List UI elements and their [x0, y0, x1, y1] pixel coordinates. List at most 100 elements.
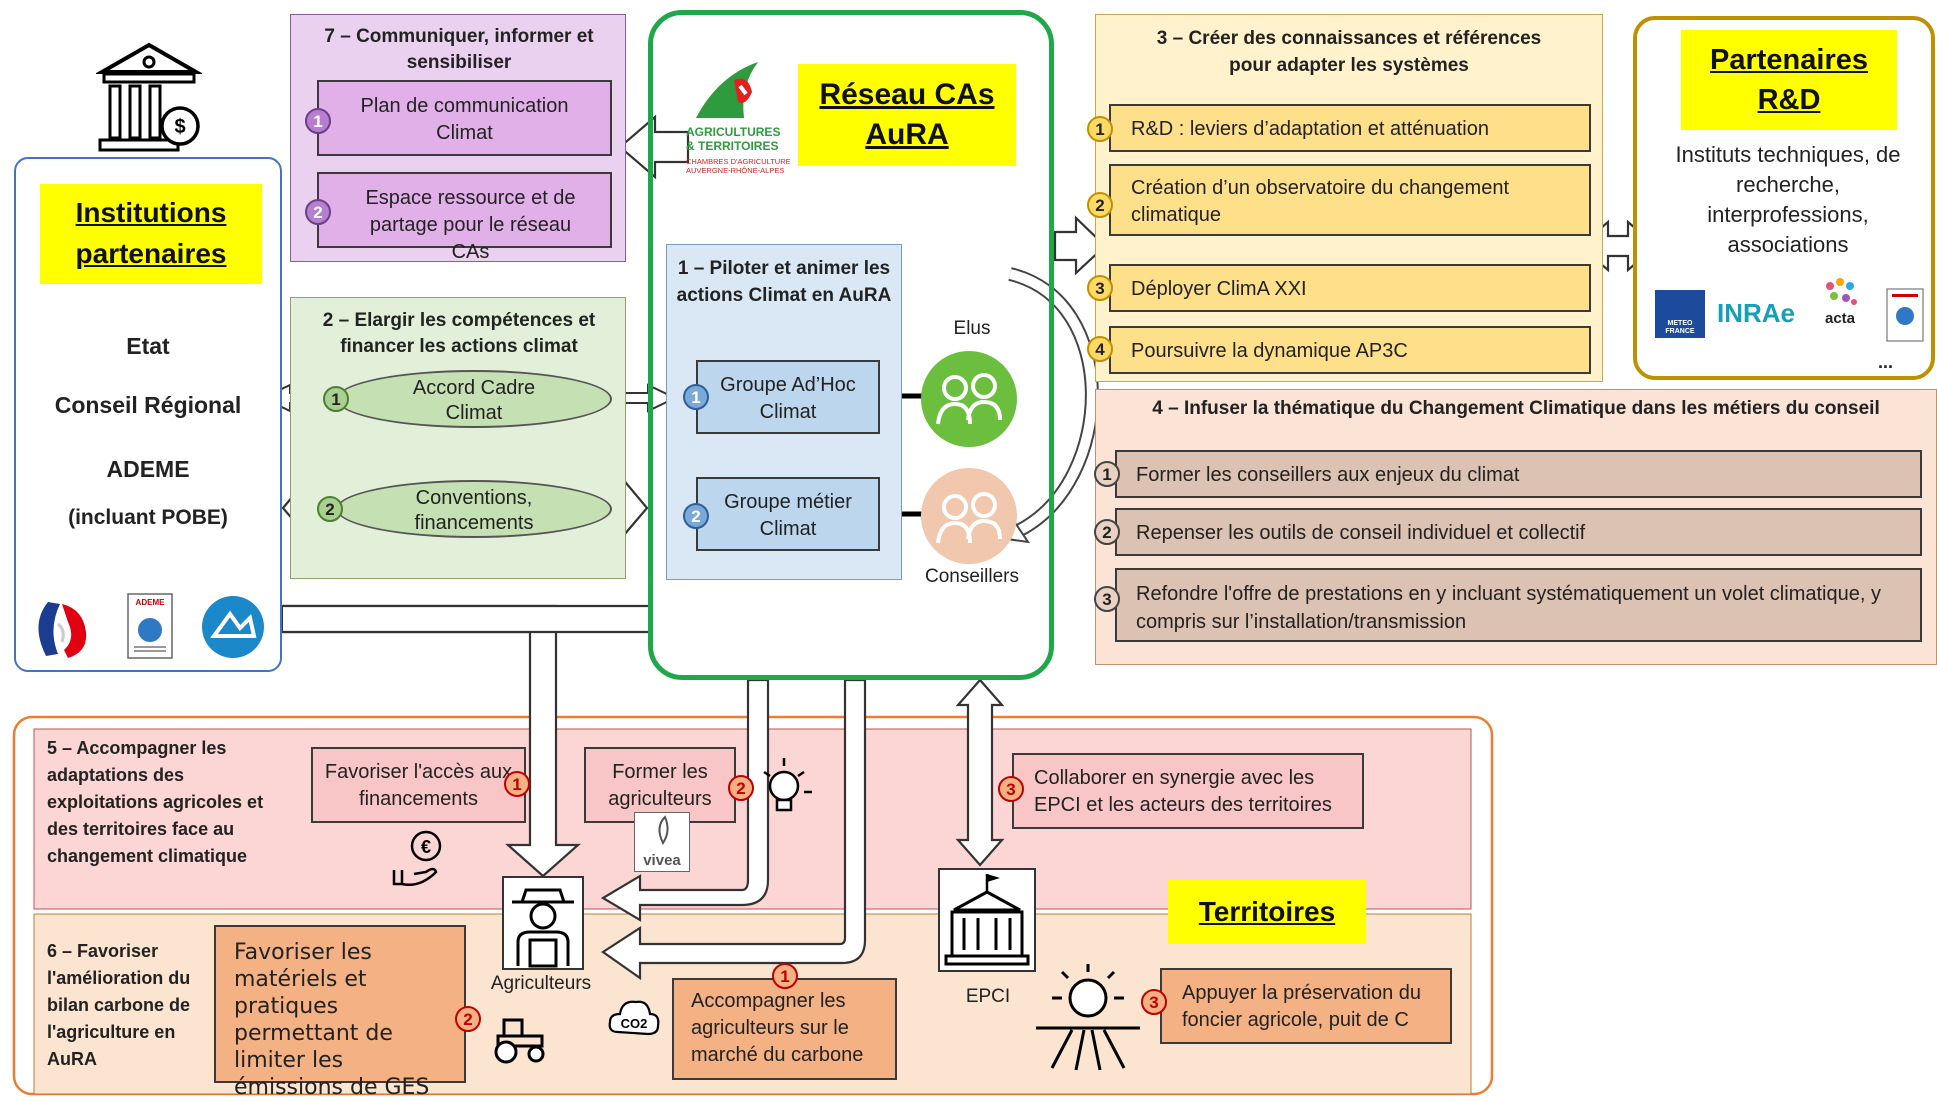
block3-item-2: Création d’un observatoire du changement…	[1109, 164, 1591, 236]
block6-item-3-badge: 3	[1141, 989, 1167, 1015]
block3-item-3: Déployer ClimA XXI	[1109, 264, 1591, 312]
chambres-agriculture-logo	[696, 62, 758, 118]
block5-item-3: Collaborer en synergie avec les EPCI et …	[1012, 753, 1364, 829]
block2-item-2: Conventions, financements	[336, 480, 612, 538]
block4-item-1: Former les conseillers aux enjeux du cli…	[1115, 450, 1922, 498]
reseau-frame	[648, 10, 1054, 680]
block5-item-2-badge: 2	[728, 775, 754, 801]
block5-item-1-badge: 1	[504, 771, 530, 797]
partenaires-title-line1: Partenaires	[1710, 44, 1868, 76]
block4-item-2: Repenser les outils de conseil individue…	[1115, 508, 1922, 556]
bank-icon: $	[96, 42, 202, 152]
block7-item-2-badge: 2	[305, 199, 331, 225]
epci-icon-frame	[938, 868, 1036, 972]
lightbulb-icon	[763, 758, 812, 812]
chambres-logo-line3: CHAMBRES D'AGRICULTURE	[686, 157, 791, 166]
meteo-france-logo-text: METEO FRANCE	[1665, 320, 1695, 335]
partenaires-title-line2: R&D	[1757, 84, 1821, 116]
chambres-logo-line4: AUVERGNE-RHÔNE-ALPES	[686, 166, 785, 175]
inrae-logo: INRAe	[1717, 298, 1796, 328]
arrow-institutions-to-reseau	[283, 604, 652, 634]
acta-logo: acta	[1824, 310, 1856, 327]
agriculteurs-label: Agriculteurs	[490, 973, 592, 994]
block3-item-1: R&D : leviers d’adaptation et atténuatio…	[1109, 104, 1591, 152]
block6-item-2: Favoriser les matériels et pratiques per…	[214, 925, 466, 1100]
ademe-logo-small	[1886, 288, 1924, 342]
reseau-title-line1: Réseau CAs	[819, 78, 995, 111]
chambres-logo-line1: AGRICULTURES	[686, 125, 781, 139]
institutions-member-etat: Etat	[126, 333, 170, 359]
block4-item-2-badge: 2	[1094, 519, 1120, 545]
block4-item-3: Refondre l'offre de prestations en y inc…	[1115, 568, 1922, 642]
farmer-icon	[512, 888, 574, 968]
block7-item-1: Plan de communication Climat	[317, 80, 612, 156]
block6-title: 6 – Favoriser l'amélioration du bilan ca…	[47, 941, 191, 1069]
arrow-reseau-to-block3	[1053, 215, 1107, 276]
block5-item-1: Favoriser l'accès aux financements	[311, 747, 526, 823]
partenaires-title: Partenaires R&D	[1681, 30, 1897, 130]
sun-field-icon	[1036, 964, 1140, 1071]
block2-item-1: Accord Cadre Climat	[336, 370, 612, 428]
institutions-title-line2: partenaires	[75, 238, 227, 269]
block5-title: 5 – Accompagner les adaptations des expl…	[47, 738, 264, 866]
town-hall-icon	[944, 874, 1030, 966]
elus-icon	[921, 351, 1017, 447]
block3-item-4-badge: 4	[1087, 336, 1113, 362]
block2-item-1-badge: 1	[323, 386, 349, 412]
arrow-reseau-epci	[955, 678, 1005, 867]
co2-text: CO2	[621, 1016, 648, 1031]
vivea-logo-text: vivea	[643, 852, 681, 869]
partenaires-ellipsis: ...	[1878, 352, 1894, 372]
partenaires-description: Instituts techniques, de recherche, inte…	[1675, 142, 1901, 257]
institutions-member-region: Conseil Régional	[54, 392, 242, 418]
svg-text:€: €	[421, 837, 431, 857]
block1-item-1: Groupe Ad’Hoc Climat	[696, 360, 880, 434]
territoires-label: Territoires	[1168, 880, 1366, 944]
block3-title: 3 – Créer des connaissances et référence…	[1156, 28, 1542, 76]
arrow-reseau-to-agriculteurs-1	[600, 678, 770, 922]
elus-label: Elus	[953, 318, 991, 339]
vivea-leaf-icon	[658, 815, 669, 845]
block6-item-1: Accompagner les agriculteurs sur le marc…	[672, 978, 897, 1080]
reseau-title-line2: AuRA	[865, 118, 949, 151]
block4-title: 4 – Infuser la thématique du Changement …	[1152, 398, 1880, 419]
block7-item-1-badge: 1	[305, 108, 331, 134]
chambres-logo-line2: & TERRITOIRES	[686, 139, 779, 153]
arrow-reseau-to-block7	[618, 114, 690, 180]
co2-cloud-icon: CO2	[608, 1000, 660, 1036]
acta-logo-dots	[1826, 278, 1857, 305]
meteo-france-logo: METEO FRANCE	[1655, 290, 1705, 338]
institutions-title-line1: Institutions	[75, 197, 227, 228]
institutions-member-pobe: (incluant POBE)	[68, 506, 228, 529]
vivea-logo: vivea	[634, 812, 690, 872]
svg-text:ADEME: ADEME	[136, 598, 166, 607]
tractor-icon	[494, 1018, 545, 1064]
block2-title: 2 – Elargir les compétences et financer …	[322, 310, 596, 357]
block2-item-2-badge: 2	[317, 496, 343, 522]
conseillers-label: Conseillers	[925, 566, 1019, 587]
agriculteur-icon-frame	[502, 876, 584, 970]
block3-item-2-badge: 2	[1087, 192, 1113, 218]
conseillers-icon	[921, 468, 1017, 564]
institutions-title: Institutions partenaires	[40, 184, 262, 284]
block1-item-1-badge: 1	[683, 384, 709, 410]
ademe-logo: ADEME	[127, 593, 173, 659]
block3-item-3-badge: 3	[1087, 275, 1113, 301]
block3-item-1-badge: 1	[1087, 116, 1113, 142]
block6-item-3: Appuyer la préservation du foncier agric…	[1160, 968, 1452, 1044]
svg-text:$: $	[174, 116, 185, 138]
block3-item-4: Poursuivre la dynamique AP3C	[1109, 326, 1591, 374]
block5-item-3-badge: 3	[998, 776, 1024, 802]
block1-title: 1 – Piloter et animer les actions Climat…	[676, 258, 892, 306]
marianne-logo	[38, 602, 87, 658]
block6-item-1-badge: 1	[772, 963, 798, 989]
epci-label: EPCI	[965, 986, 1011, 1007]
block6-item-2-badge: 2	[455, 1006, 481, 1032]
block4-item-1-badge: 1	[1094, 461, 1120, 487]
block1-item-2: Groupe métier Climat	[696, 477, 880, 551]
block1-item-2-badge: 2	[683, 503, 709, 529]
reseau-title: Réseau CAs AuRA	[798, 64, 1016, 166]
arrow-reseau-to-agriculteurs-2	[601, 678, 867, 981]
block7-item-2: Espace ressource et de partage pour le r…	[317, 172, 612, 263]
euro-hand-icon: €	[392, 830, 442, 886]
